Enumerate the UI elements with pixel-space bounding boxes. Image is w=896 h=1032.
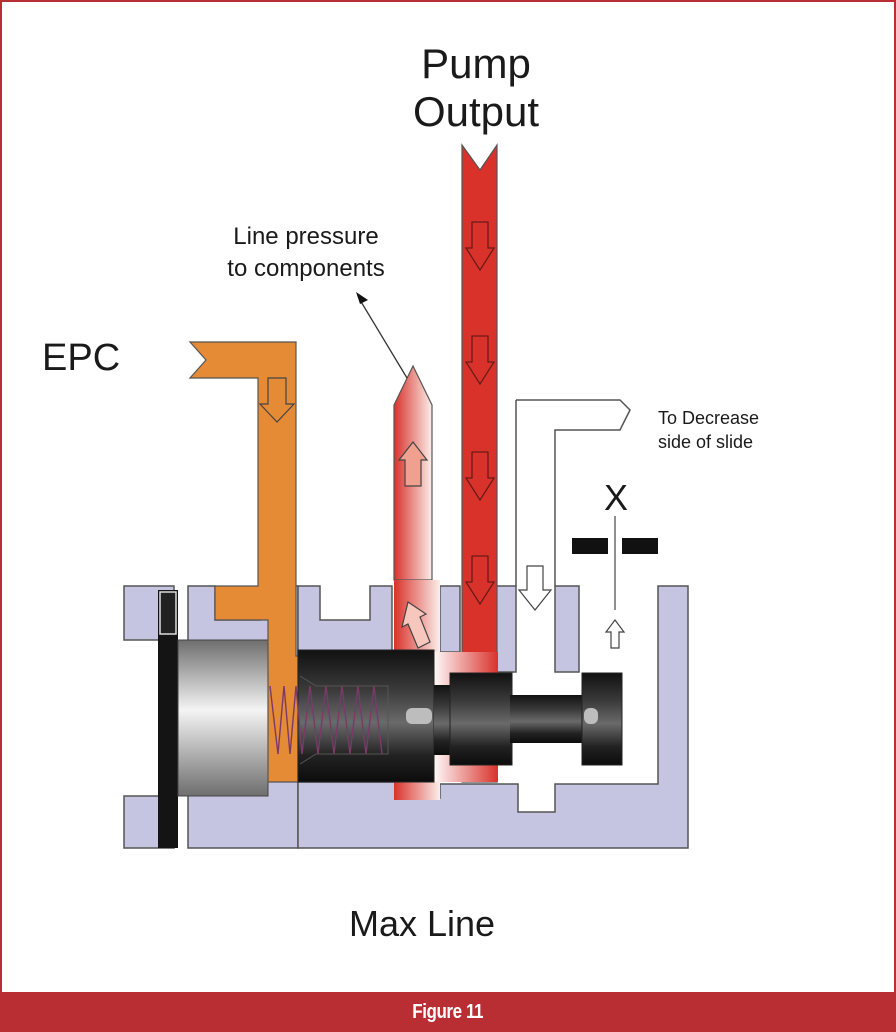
body-land-4 — [554, 585, 580, 673]
decrease-label-1: To Decrease — [658, 408, 759, 428]
orifice-label: X — [604, 477, 628, 518]
pump-flow-arrows — [464, 221, 496, 606]
pump-label-2: Output — [413, 88, 539, 135]
pump-label-1: Pump — [421, 40, 531, 87]
epc-passage — [188, 341, 299, 783]
end-plate — [158, 590, 178, 848]
epc-label: EPC — [42, 337, 120, 379]
orifice-left — [572, 538, 608, 554]
line-pressure-label-2: to components — [227, 255, 384, 282]
valve-diagram: Pump Output Line pressure to components … — [42, 40, 759, 944]
down-arrow-icon — [464, 335, 496, 386]
figure-caption-bar: Figure 11 — [0, 992, 896, 1032]
spool-neck — [434, 685, 454, 755]
spool-land — [449, 672, 513, 766]
decrease-label-2: side of slide — [658, 432, 753, 452]
orifice-right — [622, 538, 658, 554]
decrease-down-arrow-icon — [517, 565, 553, 611]
spring — [269, 685, 383, 755]
figure-caption: Figure 11 — [412, 1000, 484, 1023]
figure-frame — [0, 0, 896, 992]
pointer-arrow-icon — [356, 292, 368, 304]
line-pressure-up-arrow-icon — [397, 441, 429, 487]
down-arrow-icon — [464, 451, 496, 502]
decrease-passage — [516, 399, 631, 586]
spool-end-slot — [584, 708, 598, 724]
body-land-2 — [439, 585, 461, 653]
down-arrow-icon — [464, 221, 496, 272]
body-land-1 — [297, 585, 393, 657]
line-pressure-diag-arrow-icon — [401, 601, 431, 649]
line-pressure-label-1: Line pressure — [233, 223, 378, 250]
epc-flow-arrow-icon — [258, 377, 296, 423]
spool-stem — [510, 695, 584, 743]
orifice-up-arrow-icon — [604, 619, 626, 649]
end-plate-slot — [159, 591, 177, 635]
silver-piston — [177, 639, 269, 797]
spool-slot — [406, 708, 432, 724]
figure-title: Max Line — [349, 903, 495, 944]
down-arrow-icon — [464, 555, 496, 606]
